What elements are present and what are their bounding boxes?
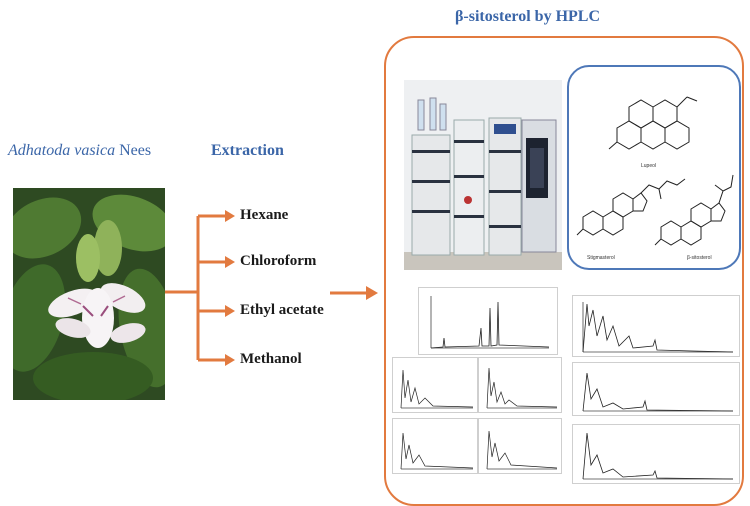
- plant-name-suffix: Nees: [115, 142, 152, 159]
- plant-name-label: Adhatoda vasica Nees: [8, 142, 151, 160]
- solvent-ethyl-acetate: Ethyl acetate: [240, 302, 324, 318]
- structure-label-lupeol: Lupeol: [641, 163, 656, 169]
- chromatogram-image: [478, 418, 562, 474]
- solvent-methanol: Methanol: [240, 351, 302, 367]
- extraction-label: Extraction: [211, 142, 284, 159]
- solvent-chloroform: Chloroform: [240, 253, 317, 269]
- hplc-instrument-image: [404, 80, 562, 270]
- plant-photo-image: [13, 188, 165, 400]
- solvent-hexane: Hexane: [240, 207, 289, 223]
- arrow-right-icon: [225, 256, 235, 268]
- chromatogram-image: [572, 424, 740, 484]
- chromatogram-image: [392, 418, 478, 474]
- structure-label-stigmasterol: Stigmasterol: [587, 255, 615, 261]
- arrow-right-icon: [225, 354, 235, 366]
- chromatogram-image: [418, 287, 558, 355]
- plant-name-italic: Adhatoda vasica: [8, 142, 116, 159]
- arrow-right-icon: [366, 286, 378, 300]
- chromatogram-image: [572, 295, 740, 357]
- arrow-right-icon: [225, 210, 235, 222]
- chromatogram-image: [572, 362, 740, 416]
- chromatogram-image: [392, 357, 478, 413]
- structure-label-sitosterol: β-sitosterol: [687, 255, 712, 261]
- arrow-right-icon: [225, 305, 235, 317]
- chromatogram-image: [478, 357, 562, 413]
- chemical-structure-image: Lupeol Stigmasterol β-sitosterol: [567, 65, 741, 270]
- page-title: β-sitosterol by HPLC: [455, 8, 601, 25]
